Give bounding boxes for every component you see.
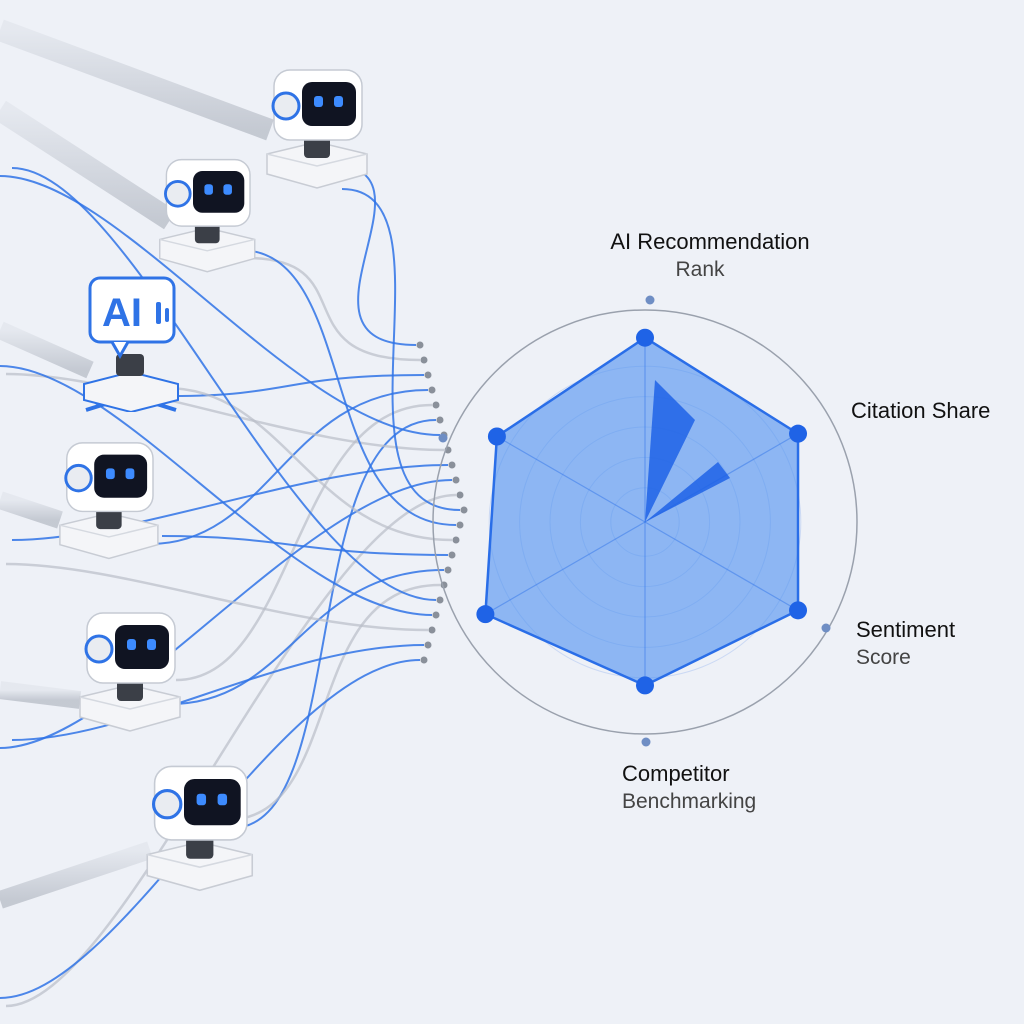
data-wire — [239, 249, 457, 526]
label-citation-share: Citation Share — [851, 398, 991, 423]
radar-spoke — [644, 521, 799, 611]
connector-dot — [424, 371, 432, 379]
radar-spoke — [485, 521, 646, 615]
connector-dot — [460, 506, 468, 514]
connector-dot — [432, 401, 440, 409]
radar-vertex-axis6 — [487, 427, 506, 446]
radar-highlight-wedge-2 — [645, 462, 730, 522]
data-wire — [165, 386, 453, 542]
connector-dot — [420, 356, 428, 364]
data-wire — [5, 562, 429, 632]
connector-dot — [452, 476, 460, 484]
axis-tick-dot — [438, 433, 448, 443]
connector-dot — [428, 626, 436, 634]
gray-rails — [0, 19, 274, 909]
connector-dot — [436, 416, 444, 424]
robot-icon — [266, 69, 368, 189]
data-wire — [245, 256, 421, 362]
data-wire — [161, 535, 449, 556]
data-wire — [171, 374, 425, 397]
connector-dot — [424, 641, 432, 649]
data-wire — [169, 569, 445, 705]
radar-outer-ring — [432, 309, 858, 735]
robot-icon — [146, 765, 254, 892]
data-wire — [0, 175, 441, 436]
data-wire — [175, 403, 433, 682]
data-wire — [341, 188, 461, 511]
data-wire — [5, 493, 457, 1008]
radar-highlight-wedge — [645, 380, 695, 522]
ai-chat-bubble-icon: AI — [83, 276, 179, 412]
axis-tick-dots — [438, 295, 831, 747]
ai-badge-text: AI — [102, 291, 142, 335]
data-wire — [231, 419, 437, 829]
radar-vertex-citation — [789, 424, 808, 443]
axis-tick-dot — [641, 737, 651, 747]
connector-dot — [428, 386, 436, 394]
label-sentiment-score: Sentiment Score — [856, 617, 956, 669]
axis-tick-dot — [645, 295, 655, 305]
label-competitor-benchmarking: Competitor Benchmarking — [622, 761, 757, 813]
wire-bundle — [0, 164, 461, 1008]
radar-vertex-competitor — [636, 676, 654, 695]
radar-vertex-rank — [636, 328, 654, 347]
axis-tick-dot — [821, 623, 831, 633]
connector-dot — [456, 491, 464, 499]
connector-dot — [452, 536, 460, 544]
label-ai-recommendation-rank: AI Recommendation Rank — [610, 229, 810, 281]
radar-spoke — [496, 435, 646, 523]
data-wire — [11, 644, 425, 741]
connector-dot — [448, 461, 456, 469]
radar-vertex-sentiment — [789, 601, 808, 620]
radar-vertices — [476, 328, 808, 695]
connector-dot — [436, 596, 444, 604]
robot-icon — [79, 612, 181, 732]
connector-dot — [432, 611, 440, 619]
data-wire — [5, 372, 445, 452]
data-wire — [0, 365, 433, 616]
data-wire — [11, 167, 437, 601]
connector-dot — [420, 656, 428, 664]
connector-dot — [456, 521, 464, 529]
connector-dots — [416, 341, 468, 664]
robot-icon — [59, 442, 159, 560]
robot-icon — [159, 158, 256, 273]
connector-dot — [448, 551, 456, 559]
radar-vertex-axis5 — [476, 605, 495, 624]
connector-dot — [444, 566, 452, 574]
radar-polygon — [484, 336, 800, 687]
connector-dot — [416, 341, 424, 349]
